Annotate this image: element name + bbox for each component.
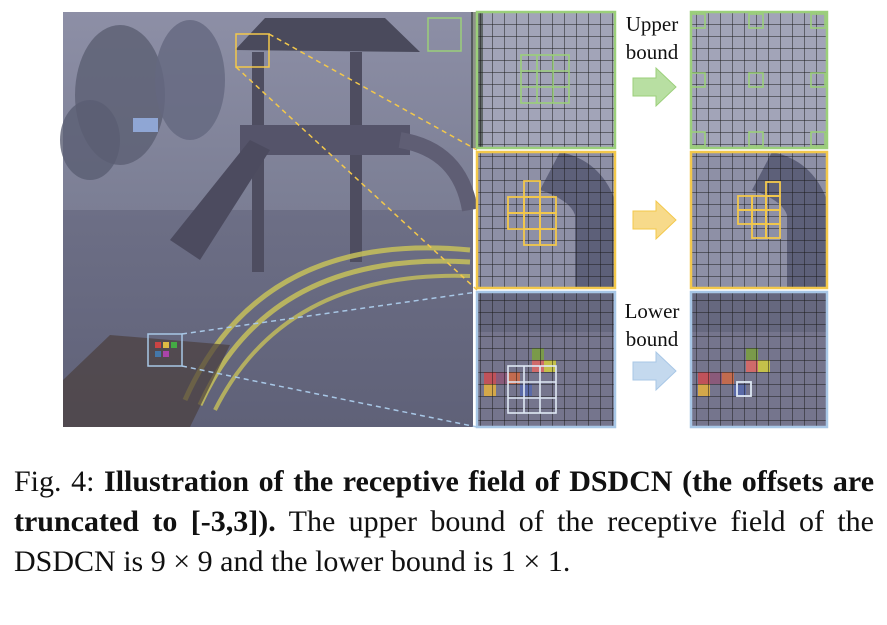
caption-text-2: and the lower bound is xyxy=(213,545,501,578)
caption-math-upper: 9 × 9 xyxy=(151,545,213,578)
scene-image xyxy=(60,12,473,427)
upper-arrow-icon xyxy=(633,68,676,106)
upper-bound-label-1: Upper xyxy=(626,12,678,36)
patch-upper-left xyxy=(477,12,615,148)
figure-caption: Fig. 4: Illustration of the receptive fi… xyxy=(14,462,874,582)
caption-text-3: . xyxy=(563,545,571,578)
lower-bound-label-2: bound xyxy=(626,327,679,351)
upper-bound-label-2: bound xyxy=(626,40,679,64)
patch-middle-right xyxy=(691,152,827,288)
patch-lower-left xyxy=(477,292,615,427)
caption-math-lower: 1 × 1 xyxy=(501,545,563,578)
patch-upper-right xyxy=(691,12,827,148)
patch-middle-left xyxy=(477,152,615,288)
lower-arrow-icon xyxy=(633,352,676,390)
patch-lower-right xyxy=(691,292,827,427)
middle-arrow-icon xyxy=(633,201,676,239)
caption-prefix: Fig. 4: xyxy=(14,465,104,498)
figure: Upper bound Lower bound xyxy=(0,0,887,440)
lower-bound-label-1: Lower xyxy=(625,299,680,323)
